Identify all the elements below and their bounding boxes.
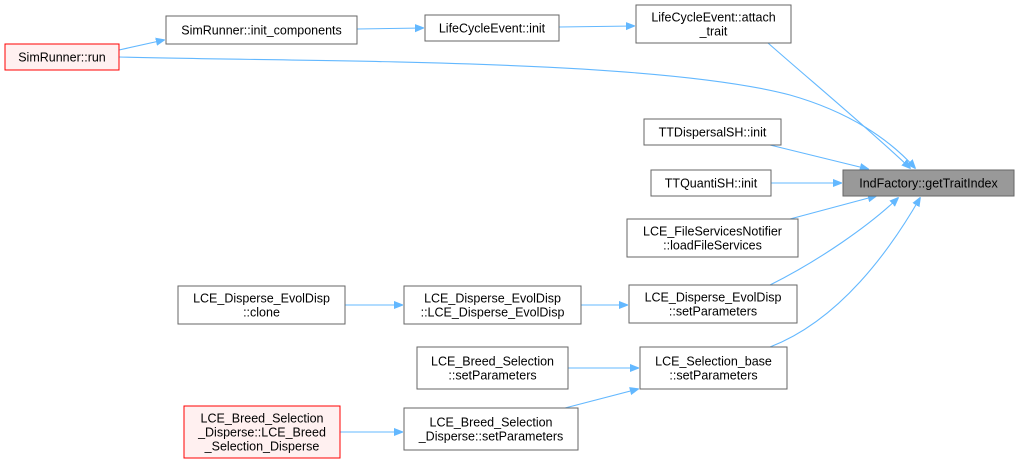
graph-node-lce-breed-selection-disperse-setparameters[interactable]: LCE_Breed_Selection_Disperse::setParamet… [403, 407, 579, 451]
node-label-line: ::LCE_Disperse_EvolDisp [421, 305, 565, 319]
node-label-line: LCE_Breed_Selection [431, 354, 554, 368]
node-box [650, 169, 772, 197]
edge-lce-disperse-evoldisp-setparameters-to-indfactory-gettraitindex [769, 198, 898, 286]
graph-node-lce-breed-selection-setparameters[interactable]: LCE_Breed_Selection::setParameters [416, 346, 569, 390]
edge-simrunner-run-to-indfactory-gettraitindex [118, 56, 915, 168]
node-box [635, 4, 792, 44]
node-label-line: LCE_Breed_Selection [430, 415, 553, 429]
graph-node-lifecycleevent-init[interactable]: LifeCycleEvent::init [424, 14, 560, 42]
node-label-line: ::setParameters [448, 368, 536, 382]
node-label-line: LCE_Disperse_EvolDisp [424, 291, 561, 305]
node-box [626, 218, 799, 258]
edges-layer [118, 26, 920, 432]
node-label-line: IndFactory::getTraitIndex [859, 176, 998, 190]
edge-lifecycleevent-init-to-lifecycleevent-attach-trait [558, 26, 634, 27]
node-label-line: ::setParameters [669, 368, 757, 382]
node-label-line: _Disperse::LCE_Breed [197, 425, 326, 439]
edge-simrunner-init-components-to-lifecycleevent-init [356, 28, 423, 29]
node-box [403, 285, 582, 325]
node-label-line: LCE_FileServicesNotifier [643, 224, 782, 238]
node-label-line: LCE_Disperse_EvolDisp [193, 291, 330, 305]
node-label-line: LCE_Selection_base [655, 354, 772, 368]
edge-ttdispersalsh-init-to-indfactory-gettraitindex [769, 144, 868, 169]
node-label-line: LifeCycleEvent::init [439, 21, 546, 35]
node-box [842, 169, 1015, 197]
graph-node-lce-disperse-evoldisp-clone[interactable]: LCE_Disperse_EvolDisp::clone [177, 285, 346, 325]
node-box [643, 118, 782, 146]
node-label-line: ::loadFileServices [663, 238, 762, 252]
graph-node-indfactory-gettraitindex[interactable]: IndFactory::getTraitIndex [842, 169, 1015, 197]
node-box [424, 14, 560, 42]
graph-node-ttdispersalsh-init[interactable]: TTDispersalSH::init [643, 118, 782, 146]
node-label-line: SimRunner::run [18, 50, 106, 64]
node-box [628, 284, 798, 324]
node-label-line: _Selection_Disperse [204, 439, 320, 453]
graph-node-lce-fileservicesnotifier-loadfileservices[interactable]: LCE_FileServicesNotifier::loadFileServic… [626, 218, 799, 258]
graph-node-simrunner-init-components[interactable]: SimRunner::init_components [165, 15, 358, 45]
node-label-line: TTDispersalSH::init [659, 125, 767, 139]
edge-simrunner-run-to-simrunner-init-components [118, 40, 164, 51]
graph-node-lce-disperse-evoldisp-ctor[interactable]: LCE_Disperse_EvolDisp::LCE_Disperse_Evol… [403, 285, 582, 325]
node-box [4, 43, 120, 71]
node-box [165, 15, 358, 45]
node-box [639, 346, 788, 390]
graph-node-simrunner-run[interactable]: SimRunner::run [4, 43, 120, 71]
node-label-line: LCE_Breed_Selection [201, 411, 324, 425]
node-label-line: TTQuantiSH::init [665, 176, 758, 190]
node-label-line: SimRunner::init_components [181, 23, 342, 37]
node-label-line: LCE_Disperse_EvolDisp [645, 290, 782, 304]
edge-lifecycleevent-attach-trait-to-indfactory-gettraitindex [767, 42, 910, 168]
node-box [403, 407, 579, 451]
graph-node-ttquantish-init[interactable]: TTQuantiSH::init [650, 169, 772, 197]
edge-lce-fileservicesnotifier-loadfileservices-to-indfactory-gettraitindex [789, 196, 876, 220]
graph-node-lce-disperse-evoldisp-setparameters[interactable]: LCE_Disperse_EvolDisp::setParameters [628, 284, 798, 324]
nodes-layer: SimRunner::run SimRunner::init_components… [4, 4, 1015, 459]
edge-lce-breed-selection-disperse-setparameters-to-lce-selection-base-setparameters [564, 389, 638, 409]
node-label-line: ::clone [243, 305, 280, 319]
node-label-line: ::setParameters [669, 304, 757, 318]
node-box [416, 346, 569, 390]
node-label-line: _Disperse::setParameters [418, 429, 564, 443]
edge-lce-selection-base-setparameters-to-indfactory-gettraitindex [769, 198, 920, 348]
node-box [183, 405, 341, 459]
node-box [177, 285, 346, 325]
node-label-line: LifeCycleEvent::attach [651, 10, 775, 24]
graph-node-lifecycleevent-attach-trait[interactable]: LifeCycleEvent::attach_trait [635, 4, 792, 44]
graph-node-lce-breed-selection-disperse-ctor[interactable]: LCE_Breed_Selection_Disperse::LCE_Breed_… [183, 405, 341, 459]
node-label-line: _trait [699, 24, 728, 38]
graph-node-lce-selection-base-setparameters[interactable]: LCE_Selection_base::setParameters [639, 346, 788, 390]
